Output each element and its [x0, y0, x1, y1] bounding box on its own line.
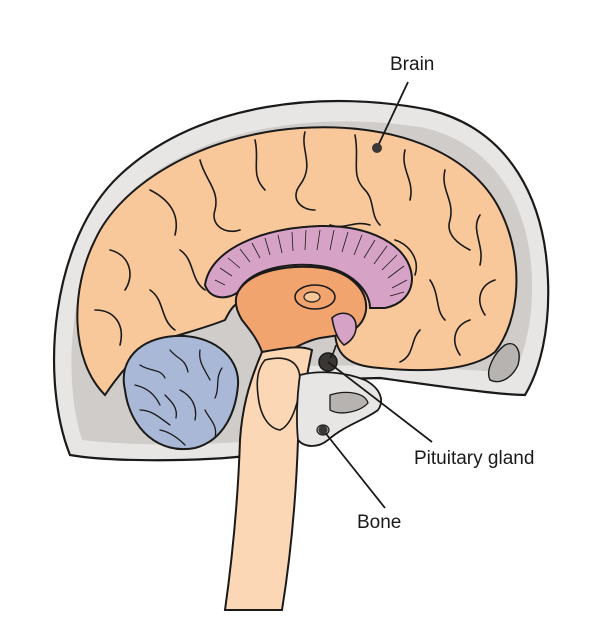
pons [256, 357, 301, 431]
pituitary-leader-line [327, 361, 433, 443]
cerebellum-folia [134, 349, 223, 446]
brain-leader-line [376, 81, 409, 149]
brain-leader-dot [372, 143, 382, 153]
corpus-callosum-striations [214, 229, 408, 297]
pituitary-gland-label: Pituitary gland [414, 448, 535, 469]
bone-leader-line [322, 429, 386, 509]
bone-leader-dot [318, 425, 328, 435]
bone-label: Bone [357, 512, 402, 533]
cerebellum [122, 334, 240, 451]
pituitary-stalk [329, 344, 337, 359]
brain-label: Brain [390, 54, 435, 75]
frontal-sinus [488, 343, 520, 383]
hypothalamus [331, 312, 357, 346]
thalamus-core [303, 291, 321, 303]
sinus-cavity [329, 391, 369, 414]
